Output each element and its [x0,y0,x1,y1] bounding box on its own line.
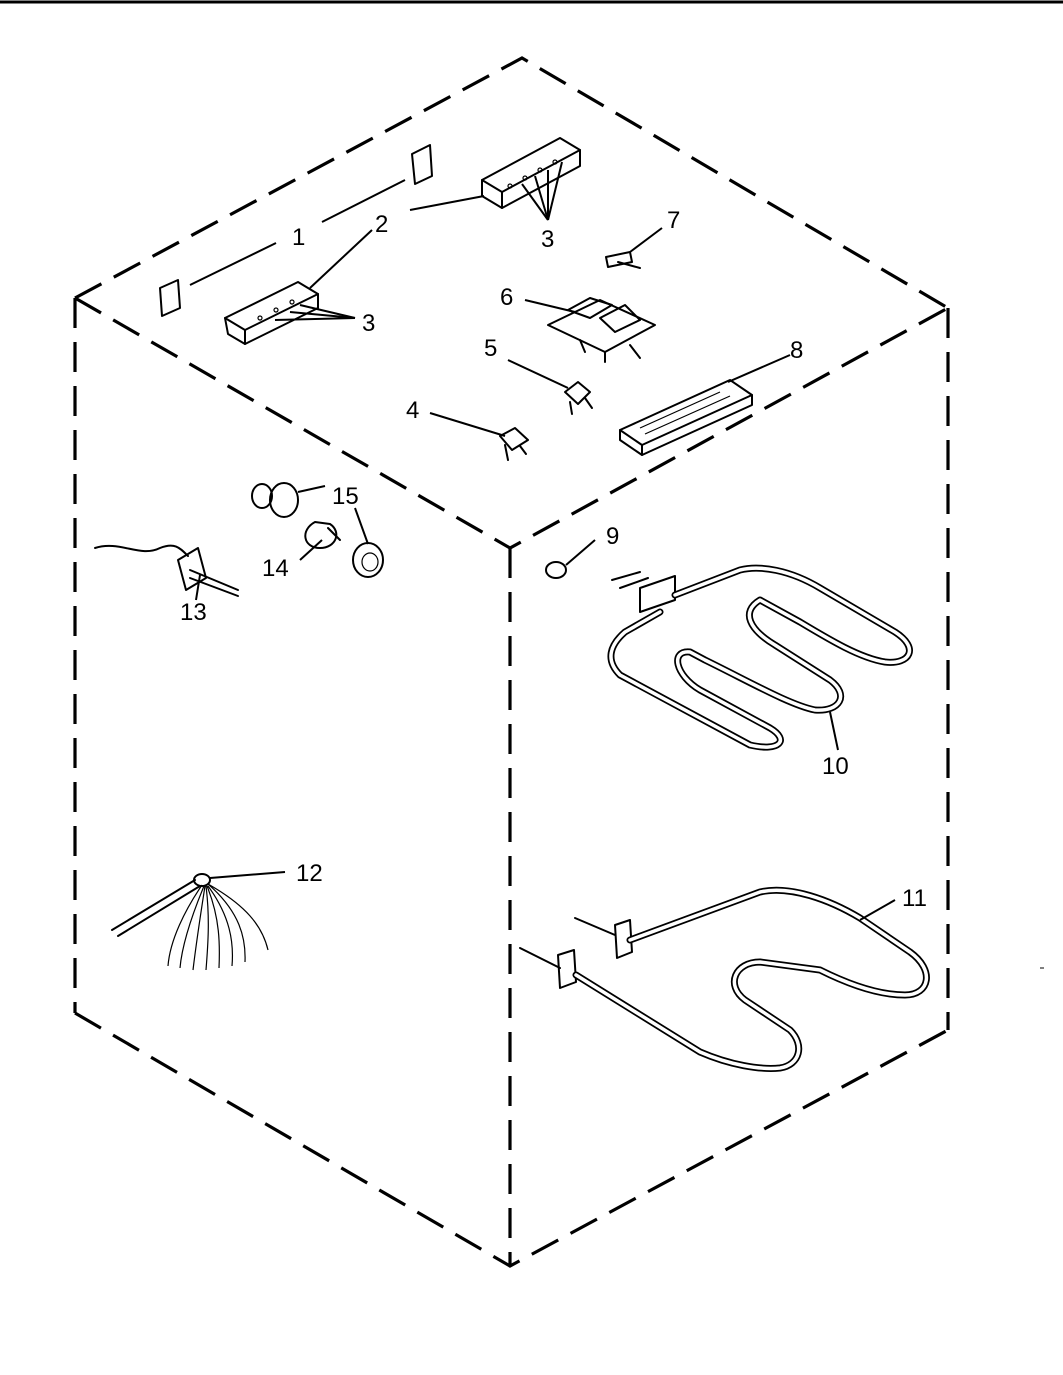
callout-3-upper: 3 [541,226,554,253]
part-14-bulb [299,521,341,561]
part-5-thermostat [507,359,593,415]
callout-1: 1 [292,224,305,251]
callout-10: 10 [822,753,849,780]
part-2-receptacle-lower [224,229,373,345]
callout-13: 13 [180,599,207,626]
callout-15: 15 [332,483,359,510]
cabinet-outline [73,56,950,1268]
callout-11: 11 [902,885,927,912]
part-6-switch [524,297,656,363]
part-7-clip [605,227,663,269]
callout-14: 14 [262,555,289,582]
callout-9: 9 [606,523,619,550]
callout-4: 4 [406,397,419,424]
callout-6: 6 [500,284,513,311]
callout-12: 12 [296,860,323,887]
part-9-bulb-small [545,539,596,579]
part-1-bracket [159,144,433,317]
part-11-bake-element [519,886,930,1072]
part-2-receptacle-upper [409,137,581,221]
part-4-latch [429,412,529,461]
part-8-control [619,354,791,456]
part-10-broil-element [607,564,913,751]
callout-5: 5 [484,335,497,362]
part-15-lamp-socket [251,482,384,578]
callout-3-lower: 3 [362,310,375,337]
part-12-harness [111,871,286,971]
callout-8: 8 [790,337,803,364]
callout-7: 7 [667,207,680,234]
part-13-sensor [94,544,239,601]
callout-2-upper: 2 [375,211,388,238]
